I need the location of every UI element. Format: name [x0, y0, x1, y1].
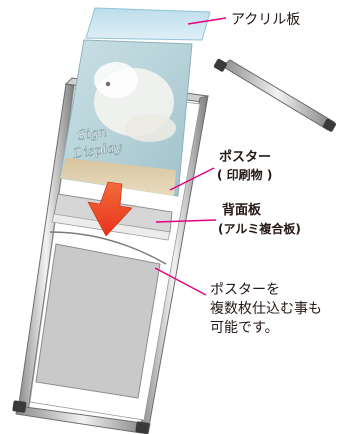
note-line: ポスターを [210, 282, 280, 298]
poster-caption-line2: Display [71, 140, 123, 162]
lower-poster-slot [35, 243, 161, 399]
frame-corner-cap-left [12, 400, 27, 413]
multiple-posters-note: ポスターを 複数枚仕込む事も 可能です。 [210, 281, 322, 338]
poster-print: Sign Display [59, 39, 193, 197]
note-line: 可能です。 [210, 319, 279, 336]
frame-corner-cap-right [135, 421, 150, 434]
poster-label: ポスター [219, 150, 272, 165]
back-plate-label: 背面板 [222, 203, 262, 218]
back-plate-sublabel: (アルミ複合板) [218, 222, 301, 236]
poster-caption-line1: Sign [76, 125, 108, 144]
acrylic-plate [85, 7, 211, 41]
leader-lines [154, 17, 227, 296]
note-line: 複数枚仕込む事も [210, 300, 322, 317]
acrylic-plate-label: アクリル板 [231, 12, 301, 28]
top-frame-piece [213, 58, 336, 132]
insert-arrow [87, 181, 133, 237]
slot-curve [49, 231, 167, 265]
poster-sublabel: ( 印刷物 ) [217, 168, 273, 182]
